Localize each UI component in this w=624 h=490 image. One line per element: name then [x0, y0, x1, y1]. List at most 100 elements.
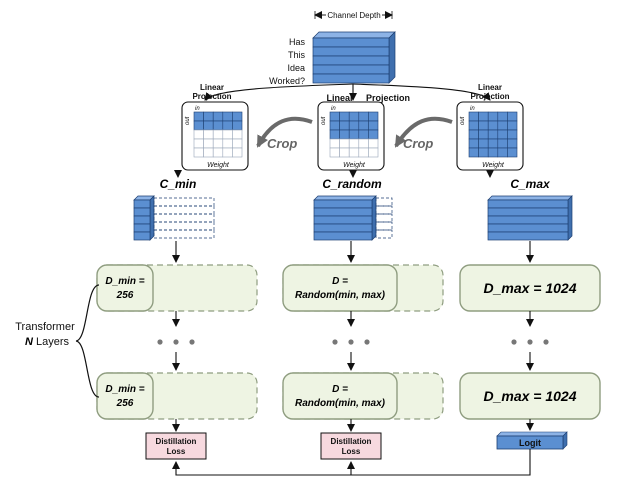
- weight-cell: [478, 120, 489, 131]
- weight-cell: [212, 120, 224, 131]
- column-name-max: C_max: [510, 177, 551, 191]
- distillation-feedback: [172, 449, 531, 476]
- output-min-line-1: Distillation: [156, 437, 197, 446]
- projection-min-title-2: Projection: [192, 92, 231, 101]
- weight-cell: [358, 120, 369, 131]
- column-name-random: C_random: [322, 177, 382, 191]
- ellipsis-min: [157, 339, 195, 345]
- projection-min-weight: Weight: [207, 162, 230, 169]
- layer-top-min-line-1: D_min =: [105, 276, 144, 287]
- embedding-stack-max: [487, 195, 573, 241]
- weight-cell: [478, 147, 489, 158]
- top-embedding-stack: [312, 31, 396, 84]
- stack-row: [133, 199, 151, 209]
- stack-row: [133, 207, 151, 217]
- weight-cell: [507, 147, 518, 158]
- crop-arrow-2: Crop: [394, 116, 453, 151]
- weight-cell: [232, 147, 243, 158]
- projection-max-out: out: [460, 116, 466, 125]
- stack-row: [133, 223, 151, 233]
- dots-to-layer-arrows: [172, 352, 534, 371]
- stack-row: [312, 37, 390, 48]
- transformer-bracket: Transformer N Layers: [15, 284, 100, 398]
- stack-row: [133, 231, 151, 241]
- weight-cell: [368, 111, 379, 122]
- question-line-4: Worked?: [269, 76, 305, 86]
- weight-cell: [329, 129, 340, 140]
- layer-bottom-max: D_max = 1024: [459, 372, 601, 420]
- question-line-1: Has: [289, 37, 306, 47]
- stack-dashed-row: [153, 229, 215, 239]
- weight-cell: [487, 129, 499, 140]
- stack-dashed-row: [153, 197, 215, 207]
- stack-side-face: [388, 31, 396, 84]
- weight-cell: [203, 129, 214, 140]
- weight-cell: [339, 147, 350, 158]
- weight-cell: [222, 120, 233, 131]
- layer-top-max: D_max = 1024: [459, 264, 601, 312]
- stack-dashed-row: [153, 213, 215, 223]
- stack-dashed-row: [153, 221, 215, 231]
- stack-row: [313, 199, 373, 209]
- weight-cell: [193, 138, 204, 149]
- stack-dashed-row: [375, 229, 393, 239]
- projection-max-title-1: Linear: [478, 83, 502, 92]
- weight-cell: [468, 147, 479, 158]
- output-random-line-1: Distillation: [331, 437, 372, 446]
- stack-row: [487, 215, 569, 225]
- question-label: Has This Idea Worked?: [269, 37, 305, 86]
- weight-cell: [193, 120, 204, 131]
- weight-cell: [232, 120, 243, 131]
- weight-cell: [478, 138, 489, 149]
- stack-row: [487, 199, 569, 209]
- weight-cell: [497, 129, 508, 140]
- weight-cell: [497, 138, 508, 149]
- stack-row: [487, 231, 569, 241]
- stack-dashed-row: [375, 213, 393, 223]
- stack-row: [312, 55, 390, 66]
- weight-cell: [507, 111, 518, 122]
- weight-cell: [212, 111, 224, 122]
- embedding-stack-random: [313, 195, 393, 241]
- weight-cell: [487, 111, 499, 122]
- weight-cell: [487, 147, 499, 158]
- weight-cell: [478, 111, 489, 122]
- channel-depth-indicator: Channel Depth: [314, 9, 393, 21]
- weight-cell: [232, 129, 243, 140]
- weight-cell: [507, 138, 518, 149]
- stack-row: [313, 231, 373, 241]
- layer-bottom-max-line-1: D_max = 1024: [483, 388, 576, 404]
- stack-dashed-row: [375, 197, 393, 207]
- weight-cell: [507, 129, 518, 140]
- weight-cell: [339, 138, 350, 149]
- weight-cell: [203, 147, 214, 158]
- layer-bottom-min-line-1: D_min =: [105, 384, 144, 395]
- column-name-min: C_min: [160, 177, 197, 191]
- weight-cell: [487, 120, 499, 131]
- weight-cell: [339, 120, 350, 131]
- stack-dashed-row: [375, 205, 393, 215]
- stack-row: [313, 207, 373, 217]
- output-random-line-2: Loss: [342, 447, 361, 456]
- weight-cell: [329, 138, 340, 149]
- weight-cell: [468, 111, 479, 122]
- layer-bottom-random-line-2: Random(min, max): [295, 398, 386, 409]
- projection-min-out: out: [185, 116, 191, 125]
- weight-cell: [468, 129, 479, 140]
- projection-random-title-1: Linear: [326, 93, 354, 103]
- layer-top-max-line-1: D_max = 1024: [483, 280, 576, 296]
- weight-cell: [329, 147, 340, 158]
- transformer-label: Transformer: [15, 321, 75, 333]
- stack-top-face: [313, 195, 377, 201]
- stack-side-face: [567, 195, 573, 241]
- embedding-stack-min: [133, 195, 215, 241]
- layer-to-dots-arrows: [172, 311, 534, 327]
- weight-cell: [358, 147, 369, 158]
- stack-to-layer-arrows: [172, 241, 534, 263]
- weight-cell: [497, 120, 508, 131]
- weight-cell: [507, 120, 518, 131]
- question-line-3: Idea: [287, 63, 305, 73]
- weight-cell: [368, 138, 379, 149]
- weight-cell: [193, 129, 204, 140]
